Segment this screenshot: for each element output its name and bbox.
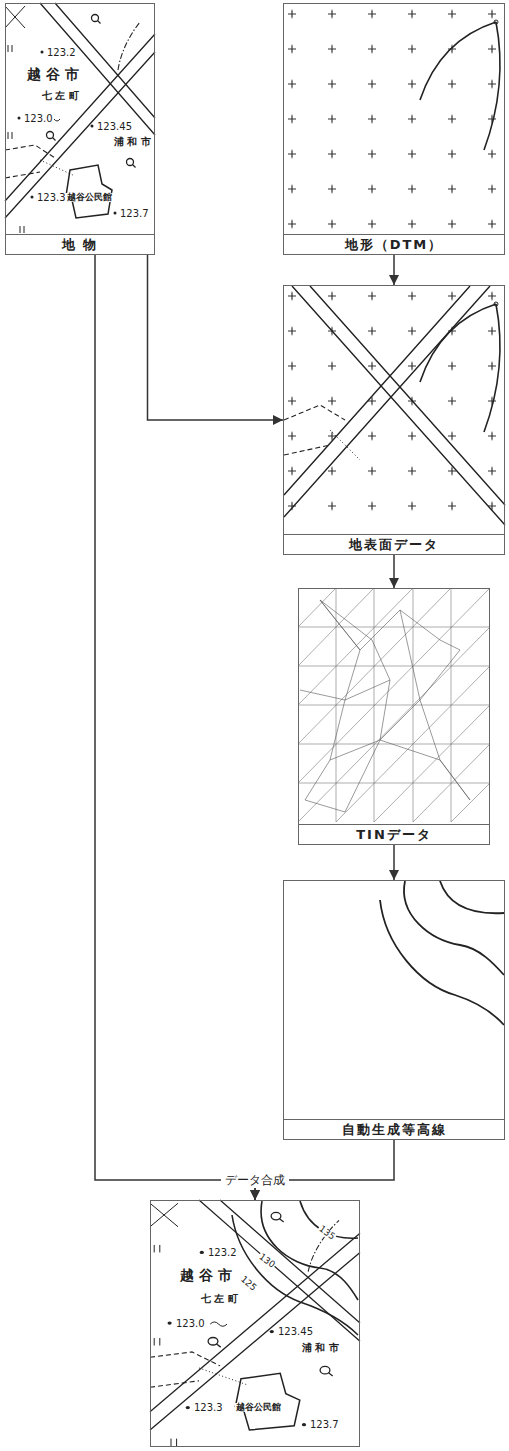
tin-panel: TINデータ <box>298 588 490 845</box>
elevation-label: 123.45 <box>277 1327 314 1337</box>
connector-arrow <box>95 255 255 1200</box>
edge-label: データ合成 <box>221 1173 289 1188</box>
place-name: 七 左 町 <box>41 91 80 101</box>
contour-panel: 自動生成等高線 <box>283 880 505 1140</box>
elevation-label: 123.0 <box>175 1319 206 1329</box>
place-name: 越 谷 市 <box>179 1268 233 1282</box>
dtm-panel: 地形（DTM） <box>283 3 505 255</box>
panel-caption: 地 物 <box>62 238 99 251</box>
place-name: 七 左 町 <box>200 1294 239 1304</box>
elevation-label: 123.45 <box>96 122 133 132</box>
place-name: 浦 和 市 <box>301 1343 340 1353</box>
elevation-label: 123.7 <box>119 209 150 219</box>
caption-strip: 自動生成等高線 <box>284 1119 504 1139</box>
connector-arrow <box>393 255 395 285</box>
contour-label: 130 <box>256 1252 277 1270</box>
panel-caption: 地表面データ <box>349 538 439 551</box>
caption-strip: TINデータ <box>299 824 489 844</box>
elevation-label: 123.2 <box>46 48 77 58</box>
caption-strip: 地形（DTM） <box>284 234 504 254</box>
contour-label: 135 <box>316 1224 337 1242</box>
connector-arrow <box>393 845 395 880</box>
contour-label: 125 <box>238 1274 258 1293</box>
building-name: 越谷公民館 <box>66 193 113 202</box>
place-name: 浦 和 市 <box>113 137 152 147</box>
caption-strip: 地表面データ <box>284 534 504 554</box>
elevation-label: 123.0 <box>23 114 54 124</box>
elevation-label: 123.2 <box>207 1248 238 1258</box>
map-panel: 地 物 123.2 越 谷 市七 左 町 123.0 123.45 浦 和 市 123.3越… <box>5 3 155 255</box>
elevation-label: 123.7 <box>309 1420 340 1430</box>
elevation-label: 123.3 <box>36 193 67 203</box>
composite-map-panel: 135 130 123.2 125 越 谷 市七 左 町 123.0 123.45 浦 和 市… <box>150 1200 360 1447</box>
caption-strip: 地 物 <box>6 234 154 254</box>
connector-arrow <box>393 555 395 588</box>
surface-panel: 地表面データ <box>283 285 505 555</box>
connector-arrow <box>255 1140 394 1200</box>
elevation-label: 123.3 <box>193 1403 224 1413</box>
building-name: 越谷公民館 <box>235 1403 282 1412</box>
panel-caption: 自動生成等高線 <box>342 1123 447 1136</box>
panel-caption: 地形（DTM） <box>345 238 444 251</box>
panel-caption: TINデータ <box>356 828 432 841</box>
place-name: 越 谷 市 <box>26 67 80 81</box>
connector-arrow <box>148 255 284 420</box>
